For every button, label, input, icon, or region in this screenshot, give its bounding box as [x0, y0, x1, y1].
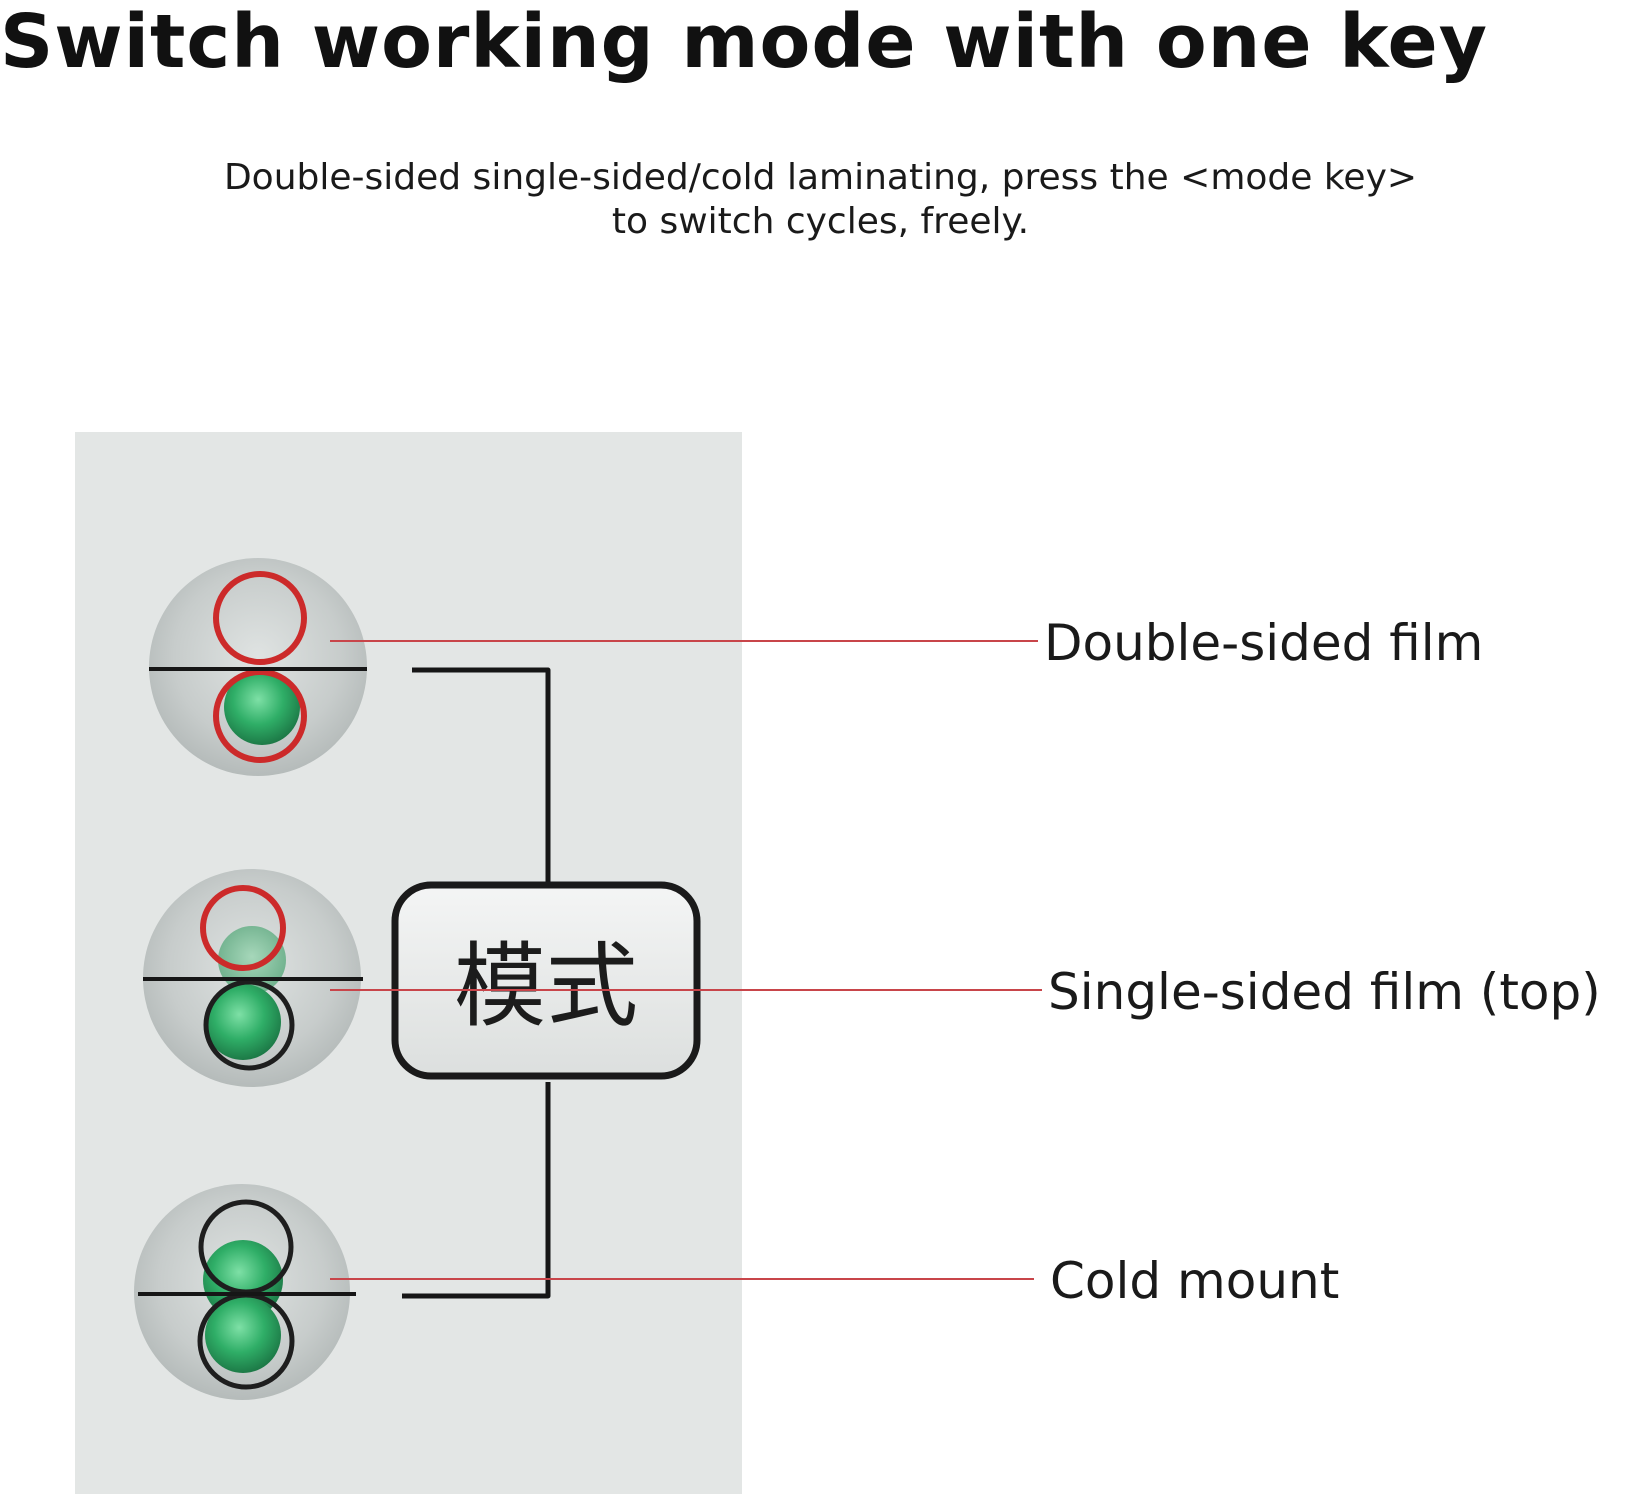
label-cold-mount: Cold mount: [1050, 1252, 1339, 1310]
mode-key-label: 模式: [454, 933, 638, 1040]
label-single-sided-film-top: Single-sided film (top): [1048, 963, 1601, 1021]
label-double-sided-film: Double-sided film: [1044, 614, 1483, 672]
led-double-sided: [149, 558, 367, 776]
wiring-bracket: [402, 667, 551, 1299]
subtitle-line-2: to switch cycles, freely.: [611, 201, 1030, 242]
page-subtitle: Double-sided single-sided/cold laminatin…: [0, 156, 1641, 244]
subtitle-line-1: Double-sided single-sided/cold laminatin…: [223, 157, 1418, 198]
page-title: Switch working mode with one key: [0, 0, 1488, 85]
led-single-sided-top: [143, 869, 363, 1087]
mode-key-button[interactable]: 模式: [391, 881, 701, 1080]
pointer-lines: [330, 640, 1042, 1280]
led-cold-mount: [134, 1184, 356, 1400]
